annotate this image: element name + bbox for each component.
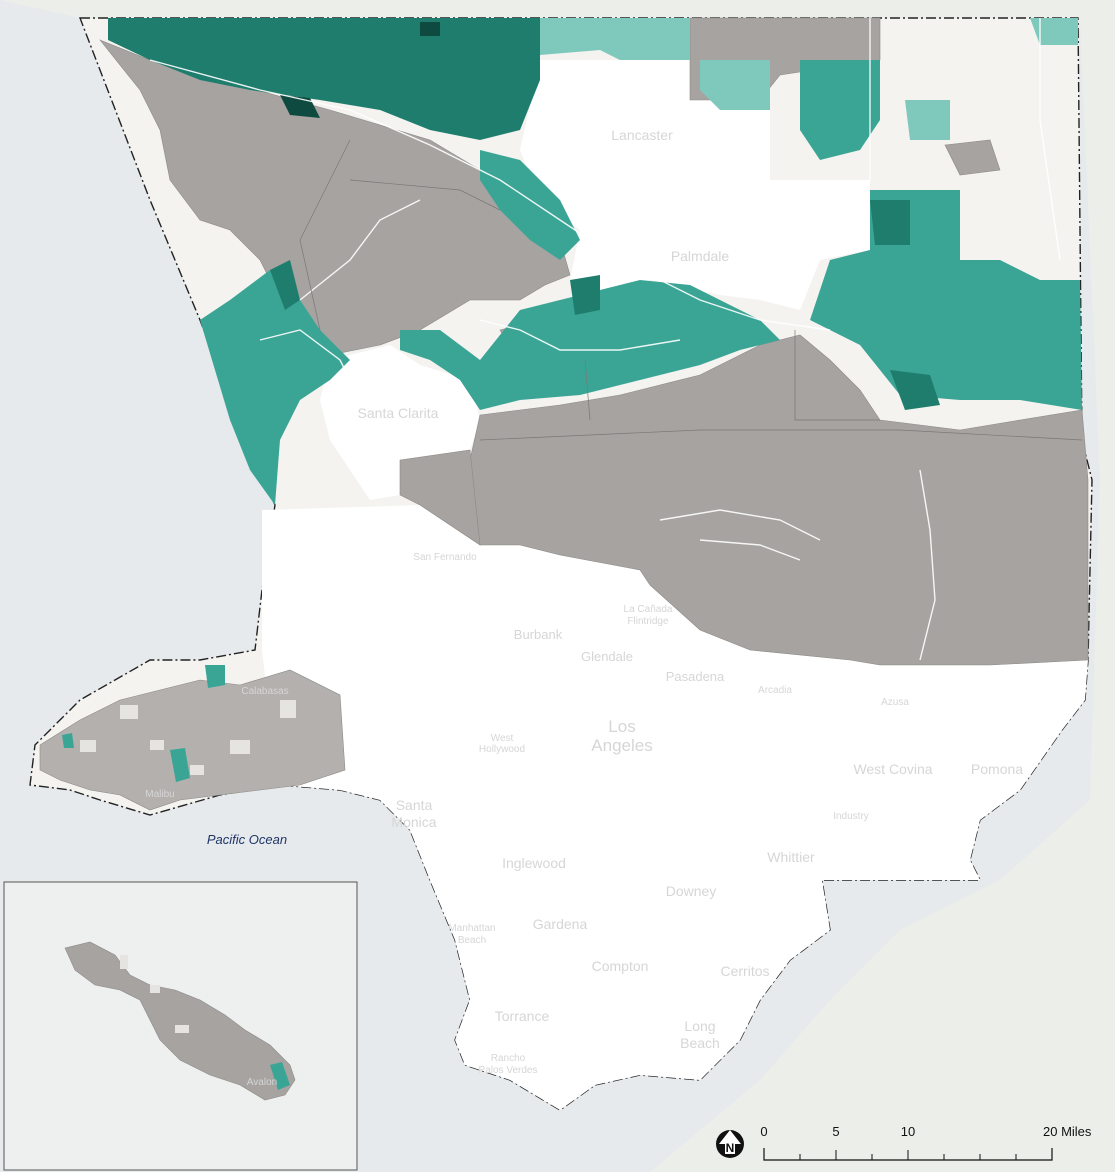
label-rancho-pv-1: Rancho [491,1053,526,1064]
scale-tick-0: 0 [760,1124,767,1139]
scale-tick-5: 5 [832,1124,839,1139]
label-avalon: Avalon [247,1077,277,1088]
label-pomona: Pomona [971,761,1023,777]
label-west-covina: West Covina [853,761,932,777]
label-pasadena: Pasadena [666,669,725,684]
santa-monica-clearings [80,700,296,775]
label-santa-monica-1: Santa [396,797,433,813]
label-whittier: Whittier [767,849,815,865]
label-san-fernando: San Fernando [413,552,477,563]
catalina-island [64,941,296,1101]
label-torrance: Torrance [495,1008,550,1024]
catalina-clearings [120,955,189,1033]
label-la-canada-1: La Cañada [624,604,673,615]
label-santa-monica-2: Monica [391,814,436,830]
north-arrow-icon: N [716,1130,744,1158]
label-industry: Industry [833,811,869,822]
label-malibu: Malibu [145,789,174,800]
scale-bar: 0 5 10 20 Miles [760,1124,1092,1161]
label-glendale: Glendale [581,649,633,664]
label-rancho-pv-2: Palos Verdes [479,1065,538,1076]
label-downey: Downey [666,883,717,899]
label-los-angeles-2: Angeles [591,736,652,755]
urban-basin [262,505,1088,1110]
label-arcadia: Arcadia [758,685,792,696]
label-compton: Compton [592,958,649,974]
label-long-beach-1: Long [684,1018,715,1034]
label-palmdale: Palmdale [671,248,730,264]
label-los-angeles-1: Los [608,717,635,736]
label-inglewood: Inglewood [502,855,566,871]
label-west-hollywood-2: Hollywood [479,744,525,755]
label-gardena: Gardena [533,916,588,932]
label-azusa: Azusa [881,697,909,708]
label-manhattan-beach-1: Manhattan [448,923,495,934]
teal-layer-dark [108,18,940,410]
santa-monica-teal [62,665,225,782]
scale-tick-20: 20 Miles [1043,1124,1092,1139]
label-long-beach-2: Beach [680,1035,720,1051]
catalina-teal [270,1062,290,1090]
label-manhattan-beach-2: Beach [458,935,486,946]
label-calabasas: Calabasas [241,686,288,697]
label-santa-clarita: Santa Clarita [358,405,439,421]
ocean-label: Pacific Ocean [207,832,287,847]
boundary-lines [299,139,1083,441]
road-network [149,18,1061,661]
label-la-canada-2: Flintridge [627,616,669,627]
teal-layer-light [540,18,1078,140]
svg-text:N: N [726,1141,735,1155]
scale-tick-10: 10 [901,1124,915,1139]
label-west-hollywood-1: West [491,733,514,744]
place-labels: Lancaster Palmdale Santa Clarita San Fer… [145,127,1023,1088]
urban-antelope-valley [520,60,870,310]
label-burbank: Burbank [514,627,563,642]
label-lancaster: Lancaster [611,127,673,143]
label-cerritos: Cerritos [720,963,769,979]
santa-monica-mountains [39,669,346,811]
urban-santa-clarita [320,345,480,500]
